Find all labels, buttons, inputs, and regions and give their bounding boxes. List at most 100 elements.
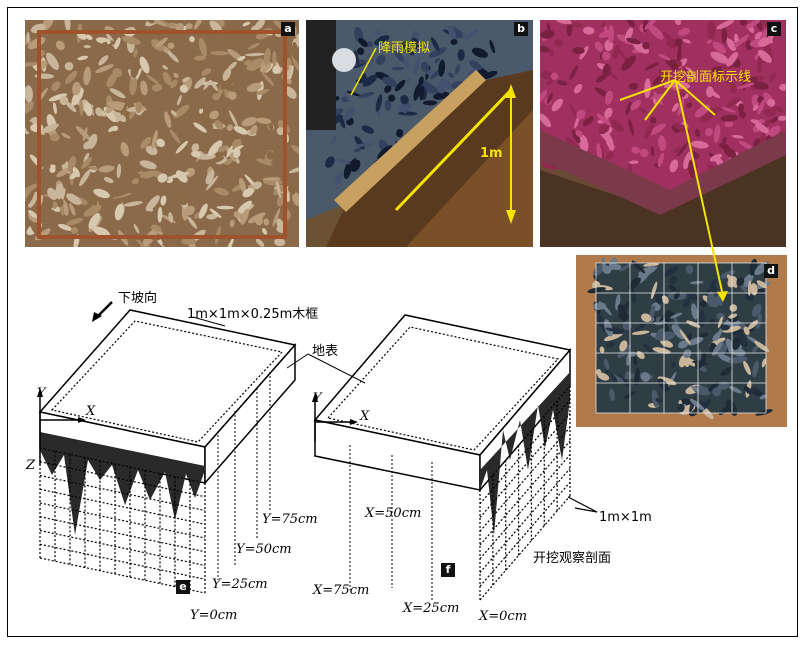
leaf-texture xyxy=(540,113,551,128)
leaf-texture xyxy=(75,125,91,140)
leaf-texture xyxy=(631,260,646,274)
leaf-texture xyxy=(47,187,58,200)
leaf-texture xyxy=(706,20,716,39)
leaf-texture xyxy=(546,22,551,32)
leaf-texture xyxy=(643,262,660,267)
profile-grid-line xyxy=(39,474,206,512)
leaf-texture xyxy=(106,73,117,88)
leaf-texture xyxy=(79,98,83,117)
leaf-texture xyxy=(654,291,663,305)
leaf-texture xyxy=(94,101,103,110)
leaf-texture xyxy=(112,188,130,197)
leaf-texture xyxy=(630,288,637,304)
leaf-texture xyxy=(120,141,130,157)
leaf-texture xyxy=(394,79,406,92)
leaf-texture xyxy=(114,203,125,221)
leaf-texture xyxy=(682,39,691,44)
leaf-texture xyxy=(602,265,612,275)
leaf-texture xyxy=(638,107,648,114)
leaf-texture xyxy=(182,77,190,83)
leaf-texture xyxy=(569,103,578,118)
leaf-texture xyxy=(724,120,734,128)
leaf-texture xyxy=(724,77,730,86)
leaf-texture xyxy=(761,358,767,368)
leaf-texture xyxy=(45,52,59,70)
leaf-texture xyxy=(411,37,421,50)
leaf-texture xyxy=(716,20,734,30)
leaf-texture xyxy=(285,78,292,84)
leaf-texture xyxy=(388,94,396,102)
leaf-texture xyxy=(246,58,264,71)
leaf-texture xyxy=(272,51,277,66)
axis-y-f: Y xyxy=(313,391,322,406)
leaf-texture xyxy=(739,110,746,119)
leaf-texture xyxy=(325,156,335,168)
leaf-texture xyxy=(181,237,197,245)
leaf-texture xyxy=(92,226,110,237)
leaf-texture xyxy=(139,170,157,179)
leaf-texture xyxy=(394,49,404,62)
leaf-texture xyxy=(678,27,691,36)
figure-frame xyxy=(7,7,798,637)
leaf-texture xyxy=(652,347,671,354)
leaf-texture xyxy=(631,330,650,335)
leaf-texture xyxy=(48,199,54,209)
leaf-texture xyxy=(670,361,676,368)
leaf-texture xyxy=(692,385,711,396)
leaf-texture xyxy=(694,128,701,138)
leaf-texture xyxy=(382,76,398,87)
leaf-texture xyxy=(747,320,759,330)
leaf-texture xyxy=(725,338,734,351)
leaf-texture xyxy=(683,151,693,170)
leaf-texture xyxy=(226,124,234,131)
leaf-texture xyxy=(569,65,579,81)
leaf-texture xyxy=(25,62,39,67)
profile-grid-line xyxy=(479,385,571,491)
leaf-texture xyxy=(606,340,615,349)
leaf-texture xyxy=(291,42,299,60)
leaf-texture xyxy=(346,90,361,97)
leaf-texture xyxy=(671,324,686,340)
leaf-texture xyxy=(668,284,677,292)
leaf-texture xyxy=(241,116,258,127)
leaf-texture xyxy=(756,75,764,82)
leaf-texture xyxy=(718,402,736,416)
leaf-texture xyxy=(599,346,605,354)
f-section-x75: X=75cm xyxy=(313,583,370,598)
leaf-texture xyxy=(686,102,693,108)
photo-c-dye-stained-surface xyxy=(540,20,786,247)
leaf-texture xyxy=(170,79,178,89)
leaf-texture xyxy=(49,166,56,173)
photo-a-leaf-litter-plot xyxy=(25,20,299,247)
excavation-profile-label: 开挖观察剖面 xyxy=(533,551,612,566)
leaf-texture xyxy=(130,63,140,79)
leaf-texture xyxy=(87,133,98,149)
leaf-texture xyxy=(582,116,594,127)
leaf-texture xyxy=(718,65,736,70)
leaf-texture xyxy=(681,66,694,78)
leaf-texture xyxy=(55,40,65,51)
profile-grid-line xyxy=(479,481,571,587)
leaf-texture xyxy=(173,104,190,119)
leaf-texture xyxy=(185,23,193,30)
block-f xyxy=(312,314,598,601)
profile-grid-line xyxy=(39,543,206,580)
leaf-texture xyxy=(237,55,246,61)
leaf-texture xyxy=(218,145,227,153)
leaf-texture xyxy=(604,132,614,151)
leaf-texture xyxy=(686,320,701,328)
leaf-texture xyxy=(214,120,224,130)
leaf-texture xyxy=(741,273,754,289)
leaf-texture xyxy=(193,55,207,61)
leaf-texture xyxy=(669,159,679,173)
leaf-texture xyxy=(779,83,786,91)
e-section-y25: Y=25cm xyxy=(212,577,268,592)
leaf-texture xyxy=(651,389,659,408)
leaf-texture xyxy=(648,123,666,136)
e-section-y75: Y=75cm xyxy=(262,512,318,527)
leaf-texture xyxy=(631,146,640,154)
panel-label-a: a xyxy=(281,22,295,36)
leaf-texture xyxy=(51,81,61,92)
leaf-texture xyxy=(604,107,613,119)
